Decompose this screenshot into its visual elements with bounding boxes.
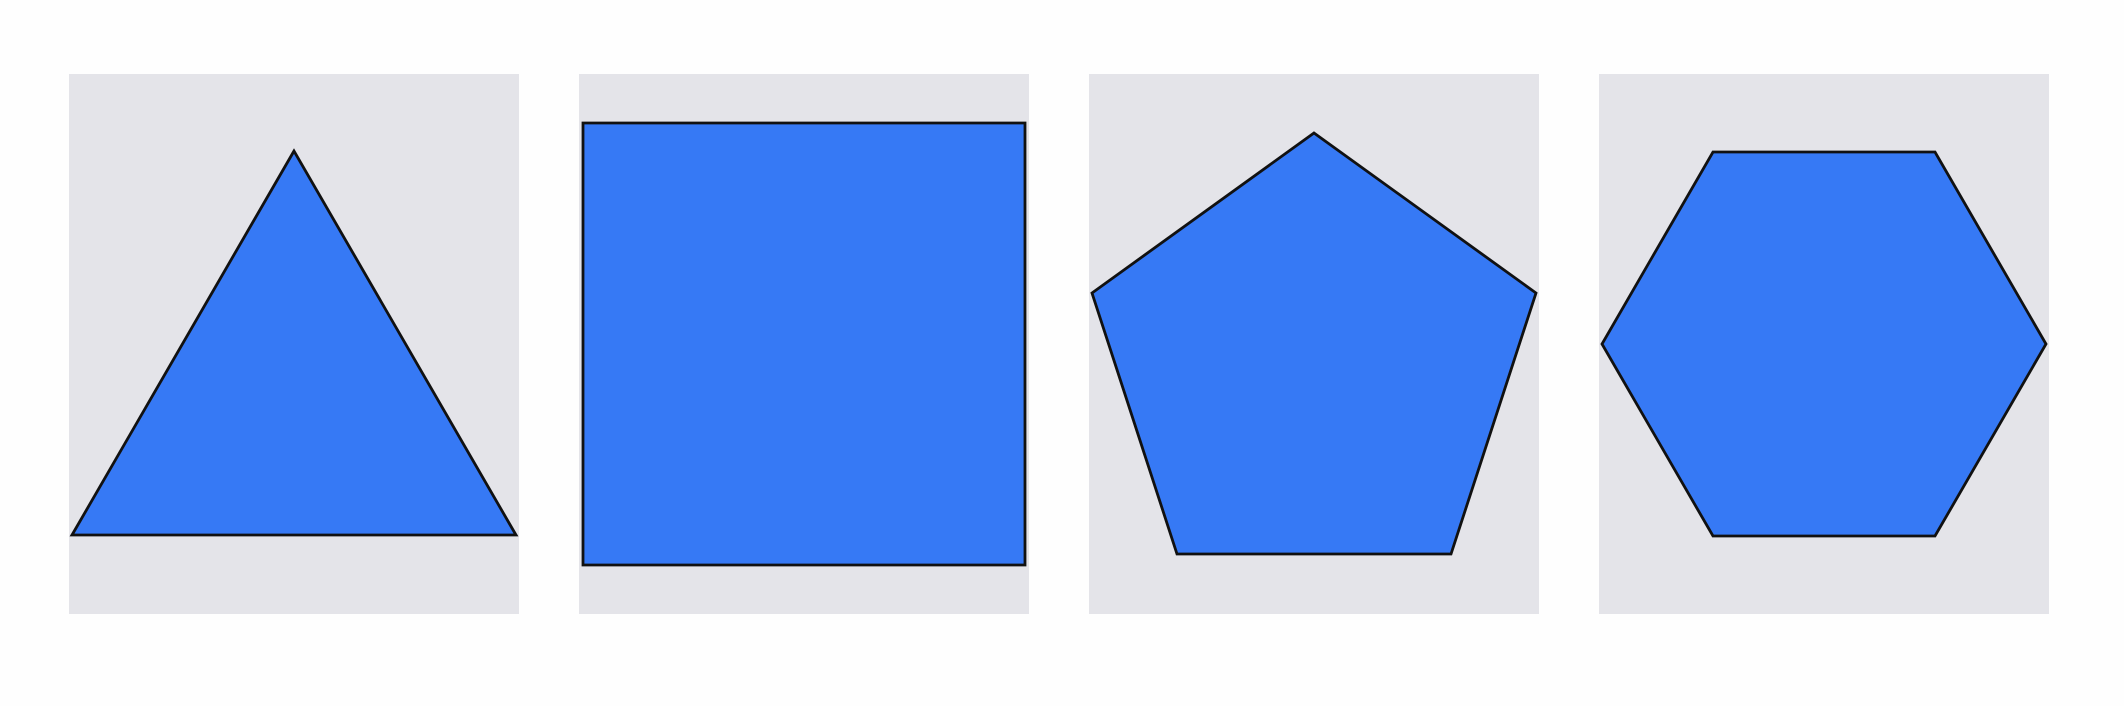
panel-hexagon <box>1599 74 2049 614</box>
panel-square <box>579 74 1029 614</box>
triangle-shape <box>69 148 519 537</box>
panel-triangle <box>69 74 519 614</box>
pentagon-shape <box>1090 131 1538 556</box>
square-shape <box>581 121 1027 567</box>
hexagon-shape <box>1600 150 2048 538</box>
panel-pentagon <box>1089 74 1539 614</box>
